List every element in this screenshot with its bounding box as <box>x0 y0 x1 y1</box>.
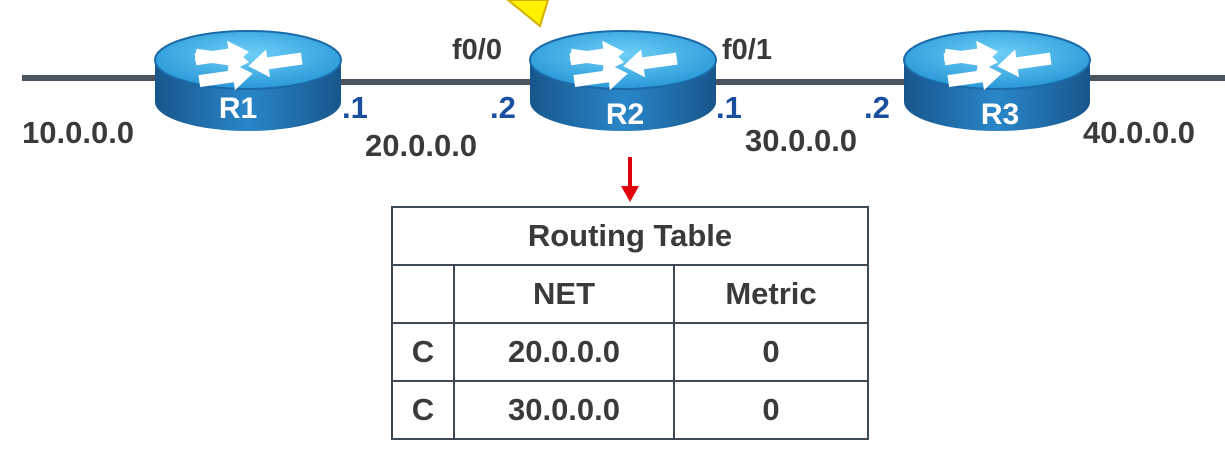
routing-table: Routing Table NET Metric C 20.0.0.0 0 C … <box>391 206 869 440</box>
router-r2-label: R2 <box>606 98 644 131</box>
row-metric: 0 <box>673 380 869 440</box>
arrow-head-icon <box>621 186 639 202</box>
router-r1-label: R1 <box>219 92 257 125</box>
router-r1 <box>154 30 342 131</box>
host-id-r2-left: .2 <box>490 90 516 125</box>
header-metric: Metric <box>673 264 869 324</box>
network-r1-r2-label: 20.0.0.0 <box>365 128 478 163</box>
router-arrows-icon <box>943 40 1052 91</box>
router-r3-label: R3 <box>981 98 1019 131</box>
host-id-r3-left: .2 <box>864 90 890 125</box>
host-id-r2-right: .1 <box>716 90 742 125</box>
table-row: C 30.0.0.0 0 <box>391 380 869 440</box>
row-net: 30.0.0.0 <box>453 380 675 440</box>
host-id-r1-right: .1 <box>342 90 368 125</box>
interface-f01-label: f0/1 <box>722 34 772 66</box>
router-arrows-icon <box>194 40 303 91</box>
row-type: C <box>391 322 455 382</box>
router-arrows-icon <box>569 40 678 91</box>
network-r2-r3-label: 30.0.0.0 <box>745 123 858 158</box>
routing-table-header-row: NET Metric <box>391 264 869 324</box>
router-r2 <box>529 30 717 131</box>
header-type <box>391 264 455 324</box>
table-row: C 20.0.0.0 0 <box>391 322 869 382</box>
network-left-label: 10.0.0.0 <box>22 115 135 150</box>
routing-table-title: Routing Table <box>391 206 869 266</box>
row-type: C <box>391 380 455 440</box>
header-net: NET <box>453 264 675 324</box>
network-right-label: 40.0.0.0 <box>1083 115 1196 150</box>
interface-f00-label: f0/0 <box>452 34 502 66</box>
row-net: 20.0.0.0 <box>453 322 675 382</box>
router-r3 <box>903 30 1091 131</box>
callout-pointer <box>506 0 550 28</box>
row-metric: 0 <box>673 322 869 382</box>
